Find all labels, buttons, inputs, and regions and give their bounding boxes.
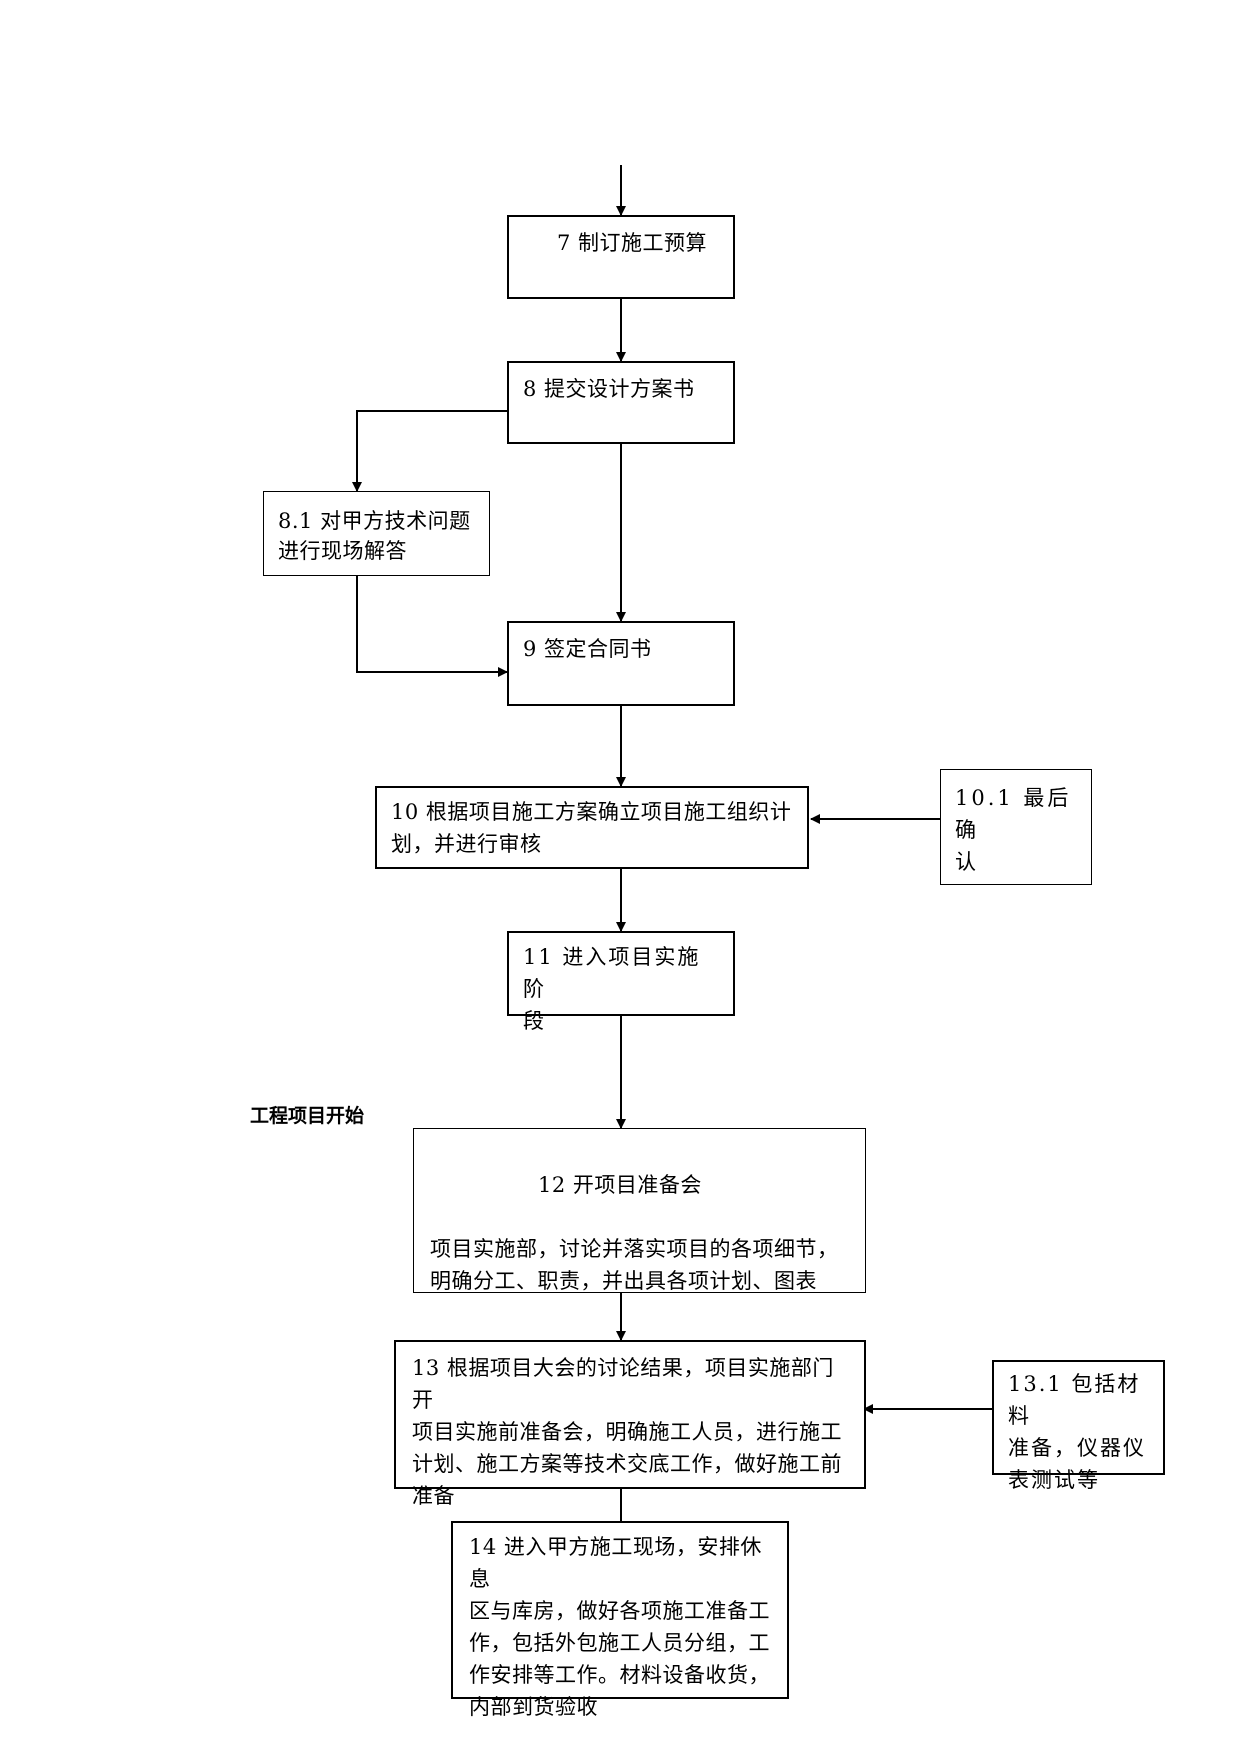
step-7-box: 7 制订施工预算 — [507, 215, 735, 299]
arrow-8-1-to-9 — [356, 575, 508, 677]
step-12-title: 12 开项目准备会 — [538, 1173, 702, 1197]
step-14-box: 14 进入甲方施工现场，安排休息 区与库房，做好各项施工准备工 作，包括外包施工… — [451, 1521, 789, 1719]
step-10-1-box: 10.1 最后确 认 — [940, 769, 1092, 885]
step-10-box: 10 根据项目施工方案确立项目施工组织计 划，并进行审核 — [375, 786, 809, 869]
step-12-body: 项目实施部，讨论并落实项目的各项细节， 明确分工、职责，并出具各项计划、图表 — [430, 1237, 839, 1293]
step-8-1-box: 8.1 对甲方技术问题 进行现场解答 — [263, 491, 490, 576]
step-12-box: 12 开项目准备会 项目实施部，讨论并落实项目的各项细节， 明确分工、职责，并出… — [413, 1128, 866, 1293]
step-9-box: 9 签定合同书 — [507, 621, 735, 706]
step-13-box: 13 根据项目大会的讨论结果，项目实施部门开 项目实施前准备会，明确施工人员，进… — [394, 1340, 866, 1508]
section-label-project-start: 工程项目开始 — [250, 1105, 365, 1127]
step-11-box: 11 进入项目实施阶 段 — [507, 931, 735, 1033]
step-8-box: 8 提交设计方案书 — [507, 361, 735, 444]
arrow-8-to-8-1 — [352, 410, 508, 492]
step-13-1-box: 13.1 包括材料 准备，仪器仪 表测试等 — [992, 1360, 1165, 1492]
